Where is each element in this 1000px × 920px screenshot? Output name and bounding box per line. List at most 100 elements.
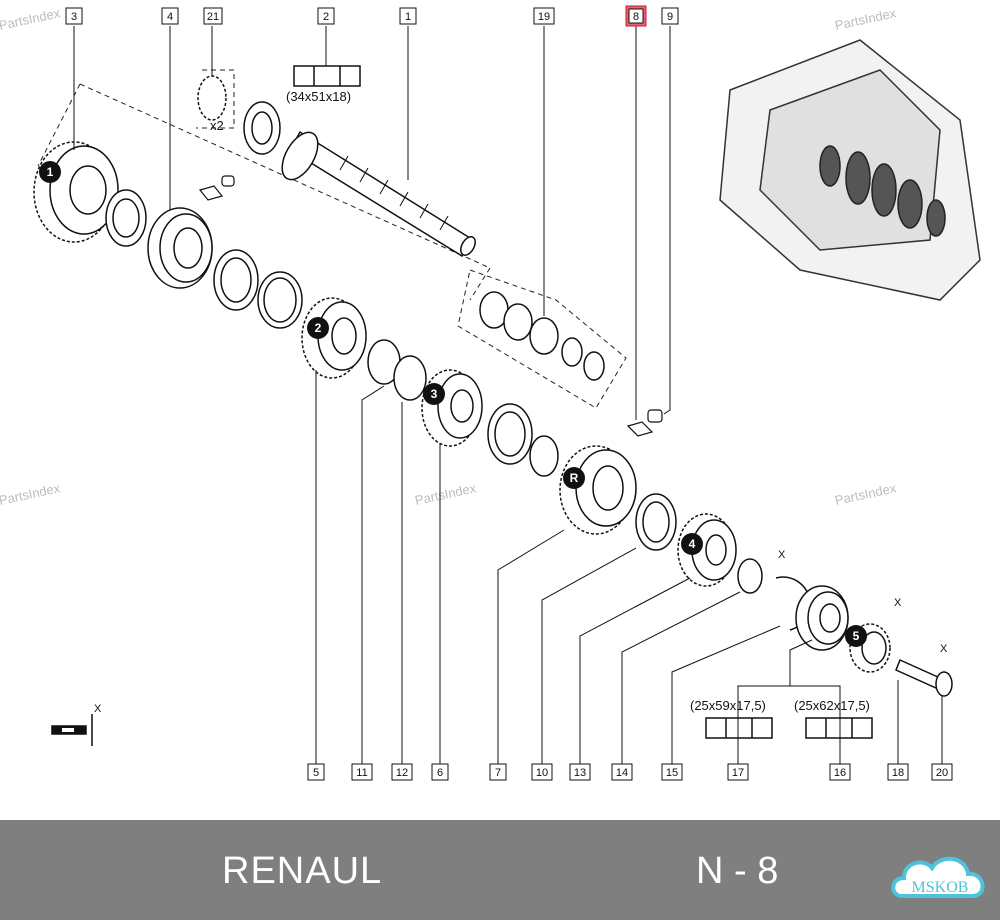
svg-text:1: 1 bbox=[405, 11, 411, 23]
svg-text:10: 10 bbox=[536, 767, 548, 779]
watermark: PartsIndex bbox=[414, 480, 478, 508]
watermark: PartsIndex bbox=[834, 480, 898, 508]
svg-text:9: 9 bbox=[667, 11, 673, 23]
bolt-20 bbox=[895, 658, 953, 697]
svg-text:16: 16 bbox=[834, 767, 846, 779]
svg-text:13: 13 bbox=[574, 767, 586, 779]
synchro-ring bbox=[105, 189, 147, 247]
callout-15[interactable]: 15 bbox=[661, 763, 683, 781]
svg-text:21: 21 bbox=[207, 11, 219, 23]
callout-9[interactable]: 9 bbox=[661, 7, 679, 25]
svg-text:14: 14 bbox=[616, 767, 628, 779]
callout-6[interactable]: 6 bbox=[431, 763, 449, 781]
callout-7[interactable]: 7 bbox=[489, 763, 507, 781]
callout-8-highlighted[interactable]: 8 bbox=[625, 5, 647, 27]
footer-bar: RENAUL N - 8 MSKOB bbox=[0, 820, 1000, 920]
brand-name: RENAUL bbox=[222, 850, 383, 892]
svg-text:19: 19 bbox=[538, 11, 550, 23]
svg-text:8: 8 bbox=[633, 11, 639, 23]
callout-1[interactable]: 1 bbox=[399, 7, 417, 25]
svg-text:1: 1 bbox=[47, 165, 54, 179]
gearbox-picture bbox=[719, 39, 981, 301]
svg-text:18: 18 bbox=[892, 767, 904, 779]
badge-2: 2 bbox=[307, 317, 329, 339]
callout-12[interactable]: 12 bbox=[391, 763, 413, 781]
badge-R: R bbox=[563, 467, 585, 489]
exploded-gearbox-diagram: PartsIndex PartsIndex PartsIndex PartsIn… bbox=[0, 5, 981, 781]
ring bbox=[213, 249, 303, 329]
gear-2 bbox=[301, 297, 367, 379]
synchro-hub-4 bbox=[147, 207, 213, 289]
callout-17[interactable]: 17 bbox=[727, 763, 749, 781]
dimension-part16: (25x62x17,5) bbox=[794, 698, 870, 713]
x-mark: X bbox=[940, 643, 948, 655]
svg-text:2: 2 bbox=[315, 321, 322, 335]
callout-10[interactable]: 10 bbox=[531, 763, 553, 781]
svg-text:4: 4 bbox=[689, 537, 696, 551]
bearing-16 bbox=[795, 585, 849, 651]
watermark: PartsIndex bbox=[0, 5, 62, 33]
group-outline bbox=[37, 69, 627, 409]
callout-14[interactable]: 14 bbox=[611, 763, 633, 781]
svg-text:17: 17 bbox=[732, 767, 744, 779]
page-code: N - 8 bbox=[696, 850, 779, 892]
watermark: PartsIndex bbox=[834, 5, 898, 33]
badge-5: 5 bbox=[845, 625, 867, 647]
svg-text:15: 15 bbox=[666, 767, 678, 779]
main-shaft bbox=[281, 130, 476, 258]
mskob-logo: MSKOB bbox=[891, 857, 985, 898]
x-mark: X bbox=[894, 597, 902, 609]
reverse-hub bbox=[559, 445, 637, 535]
dimension-part2: (34x51x18) bbox=[286, 89, 351, 104]
callout-5[interactable]: 5 bbox=[307, 763, 325, 781]
badge-4: 4 bbox=[681, 533, 703, 555]
gear-5 bbox=[849, 623, 891, 673]
watermark: PartsIndex bbox=[0, 480, 62, 508]
bearing-size-icon bbox=[293, 65, 873, 739]
synchro-21 bbox=[197, 75, 227, 121]
svg-text:6: 6 bbox=[437, 767, 443, 779]
svg-text:4: 4 bbox=[167, 11, 173, 23]
callout-2[interactable]: 2 bbox=[317, 7, 335, 25]
callout-row-top: 3 4 21 2 1 19 8 9 bbox=[65, 5, 679, 27]
key-parts bbox=[198, 175, 663, 437]
ring bbox=[367, 339, 427, 401]
dimension-part17: (25x59x17,5) bbox=[690, 698, 766, 713]
x-mark: X bbox=[94, 703, 102, 715]
svg-text:2: 2 bbox=[323, 11, 329, 23]
callout-18[interactable]: 18 bbox=[887, 763, 909, 781]
svg-text:5: 5 bbox=[853, 629, 860, 643]
svg-text:11: 11 bbox=[356, 767, 367, 779]
logo-text: MSKOB bbox=[912, 879, 969, 896]
svg-text:R: R bbox=[570, 471, 579, 485]
x-mark: X bbox=[778, 549, 786, 561]
svg-text:7: 7 bbox=[495, 767, 501, 779]
callout-11[interactable]: 11 bbox=[351, 763, 373, 781]
svg-text:20: 20 bbox=[936, 767, 948, 779]
ring bbox=[487, 403, 559, 477]
callout-19[interactable]: 19 bbox=[533, 7, 555, 25]
gear-4 bbox=[677, 513, 737, 587]
badge-1: 1 bbox=[39, 161, 61, 183]
gear-1 bbox=[33, 141, 119, 243]
callout-3[interactable]: 3 bbox=[65, 7, 83, 25]
shims-19 bbox=[479, 291, 605, 381]
svg-text:3: 3 bbox=[71, 11, 77, 23]
gear-3 bbox=[421, 369, 483, 447]
callout-row-bottom: 5 11 12 6 7 10 13 14 15 17 16 18 20 bbox=[307, 763, 953, 781]
svg-text:3: 3 bbox=[431, 387, 438, 401]
callout-13[interactable]: 13 bbox=[569, 763, 591, 781]
dimension-symbol bbox=[51, 714, 93, 746]
callout-21[interactable]: 21 bbox=[203, 7, 223, 25]
badge-3: 3 bbox=[423, 383, 445, 405]
callout-16[interactable]: 16 bbox=[829, 763, 851, 781]
callout-4[interactable]: 4 bbox=[161, 7, 179, 25]
gear-badges: 1 2 3 R 4 5 bbox=[39, 161, 867, 647]
quantity-label: x2 bbox=[210, 118, 224, 133]
svg-text:5: 5 bbox=[313, 767, 319, 779]
callout-20[interactable]: 20 bbox=[931, 763, 953, 781]
bearing-2 bbox=[243, 101, 281, 155]
svg-text:12: 12 bbox=[396, 767, 408, 779]
leader-lines bbox=[73, 26, 943, 764]
ring bbox=[635, 493, 677, 551]
